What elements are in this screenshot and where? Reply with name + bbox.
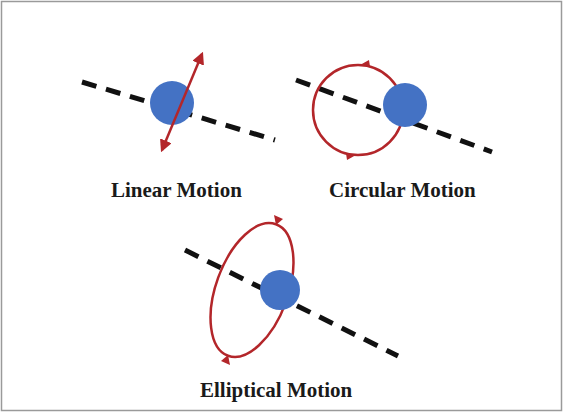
path-arrowhead: [346, 153, 356, 160]
motion-label: Circular Motion: [329, 178, 476, 203]
motion-label: Elliptical Motion: [200, 378, 352, 403]
axis-line: [185, 250, 398, 356]
path-arrowhead: [221, 355, 230, 365]
elliptical-path: [194, 212, 310, 368]
path-arrowhead: [274, 215, 283, 225]
particle: [260, 270, 300, 310]
linear-arrow: [162, 54, 202, 150]
path-arrowhead: [360, 60, 370, 67]
particle: [383, 83, 427, 127]
motion-label: Linear Motion: [111, 178, 242, 203]
